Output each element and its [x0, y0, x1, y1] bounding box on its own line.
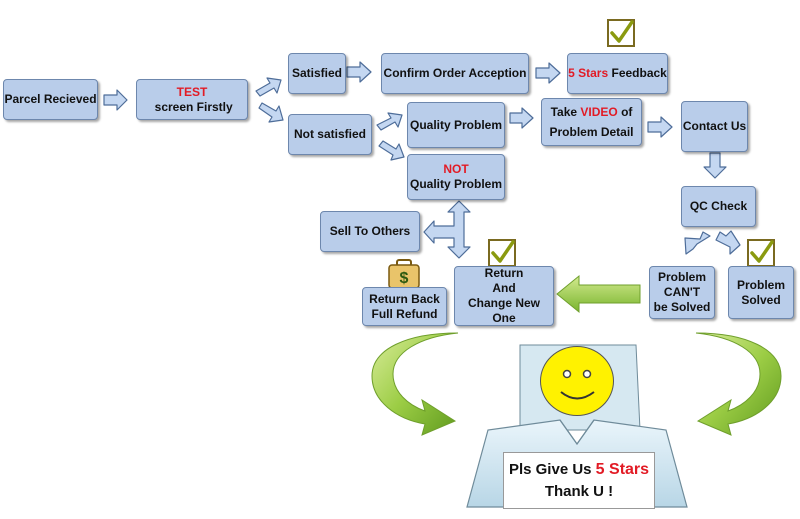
- arrow-down-qc: [703, 152, 727, 179]
- svg-text:$: $: [400, 270, 409, 287]
- node-return-full-refund: Return Back Full Refund: [362, 287, 447, 326]
- node-label-line2: Solved: [741, 292, 781, 307]
- arrow-down-left-cant: [684, 231, 711, 255]
- node-label-line1: Return Back: [369, 291, 440, 306]
- card-line2: Thank U !: [544, 482, 614, 500]
- node-satisfied: Satisfied: [288, 53, 346, 94]
- node-label-rest: screen Firstly: [151, 99, 233, 114]
- arrow-down-right-solved: [715, 230, 741, 255]
- node-label-line3: be Solved: [653, 300, 711, 314]
- smiley-icon: [540, 346, 614, 416]
- node-confirm-order: Confirm Order Acception: [381, 53, 529, 94]
- node-label: 5 Stars Feedback: [568, 66, 667, 81]
- node-sell-to-others: Sell To Others: [320, 211, 420, 252]
- money-bag-icon: $: [388, 259, 420, 289]
- card-stars-text: 5 Stars: [595, 460, 650, 478]
- checkbox-icon: [607, 19, 635, 47]
- curved-arrow-left: [371, 332, 459, 436]
- node-5-stars-feedback: 5 Stars Feedback: [567, 53, 668, 94]
- node-not-satisfied: Not satisfied: [288, 114, 372, 155]
- arrow-right-feedback: [535, 62, 561, 84]
- checkbox-icon: [747, 239, 775, 267]
- node-label-line2: Full Refund: [371, 306, 438, 321]
- highlight-text: NOT: [443, 162, 469, 176]
- green-arrow-left: [556, 274, 641, 314]
- node-problem-solved: Problem Solved: [728, 266, 794, 319]
- arrow-right-contact: [647, 116, 673, 138]
- node-not-quality-problem: NOT Quality Problem: [407, 154, 505, 200]
- card-line1: Pls Give Us 5 Stars: [509, 459, 649, 481]
- node-label: Satisfied: [291, 66, 342, 80]
- card-pre-text: Pls Give Us: [508, 460, 596, 478]
- arrow-up-right-satisfied: [255, 77, 282, 97]
- node-label-line3: Change New One: [467, 296, 540, 325]
- node-label: Quality Problem: [409, 117, 503, 132]
- node-label-pre: Take: [550, 105, 581, 119]
- node-problem-cant-be-solved: Problem CAN'T be Solved: [649, 266, 715, 319]
- highlight-text: TEST: [176, 84, 208, 99]
- node-return-change: Return And Change New One: [454, 266, 554, 326]
- node-label-line1: Return: [484, 266, 524, 280]
- node-label: Sell To Others: [329, 224, 411, 238]
- node-label: Quality Problem: [409, 177, 503, 191]
- node-contact-us: Contact Us: [681, 101, 748, 152]
- node-label: QC Check: [689, 199, 748, 213]
- node-test-screen: TEST screen Firstly: [136, 79, 248, 120]
- arrow-up-right-quality: [376, 112, 403, 131]
- node-label-line2: And: [492, 281, 516, 295]
- curved-arrow-right: [695, 332, 782, 436]
- five-stars-request-card: Pls Give Us 5 Stars Thank U !: [503, 452, 655, 509]
- node-label-post: of: [617, 105, 633, 119]
- node-label-line2: Problem Detail: [549, 125, 634, 139]
- node-label: TEST screen Firstly: [137, 85, 247, 115]
- node-label: Contact Us: [682, 119, 747, 133]
- node-take-video: Take VIDEO of Problem Detail: [541, 98, 642, 146]
- node-label: Not satisfied: [293, 127, 366, 141]
- node-label-line1: Problem: [657, 270, 706, 284]
- node-label-line2: CAN'T: [663, 285, 701, 299]
- node-quality-problem: Quality Problem: [407, 102, 505, 148]
- node-label: Take VIDEO of: [551, 102, 633, 122]
- arrow-down-right-not-satisfied: [258, 102, 284, 123]
- arrow-right-video: [509, 107, 534, 129]
- node-qc-check: QC Check: [681, 186, 756, 227]
- arrow-double-vertical: [423, 200, 471, 259]
- arrow-down-right-not-quality: [378, 140, 405, 161]
- arrow-right-confirm: [346, 61, 372, 83]
- node-label-rest: Feedback: [608, 66, 667, 80]
- node-label: Confirm Order Acception: [383, 66, 527, 80]
- highlight-text: 5 Stars: [568, 66, 609, 80]
- checkbox-icon: [488, 239, 516, 267]
- shirt-collar: [559, 419, 595, 446]
- node-label: Parcel Recieved: [4, 92, 97, 106]
- node-label-line1: Problem: [736, 277, 785, 292]
- arrow-right-1: [103, 89, 128, 111]
- highlight-text: VIDEO: [580, 105, 618, 119]
- node-parcel-received: Parcel Recieved: [3, 79, 98, 120]
